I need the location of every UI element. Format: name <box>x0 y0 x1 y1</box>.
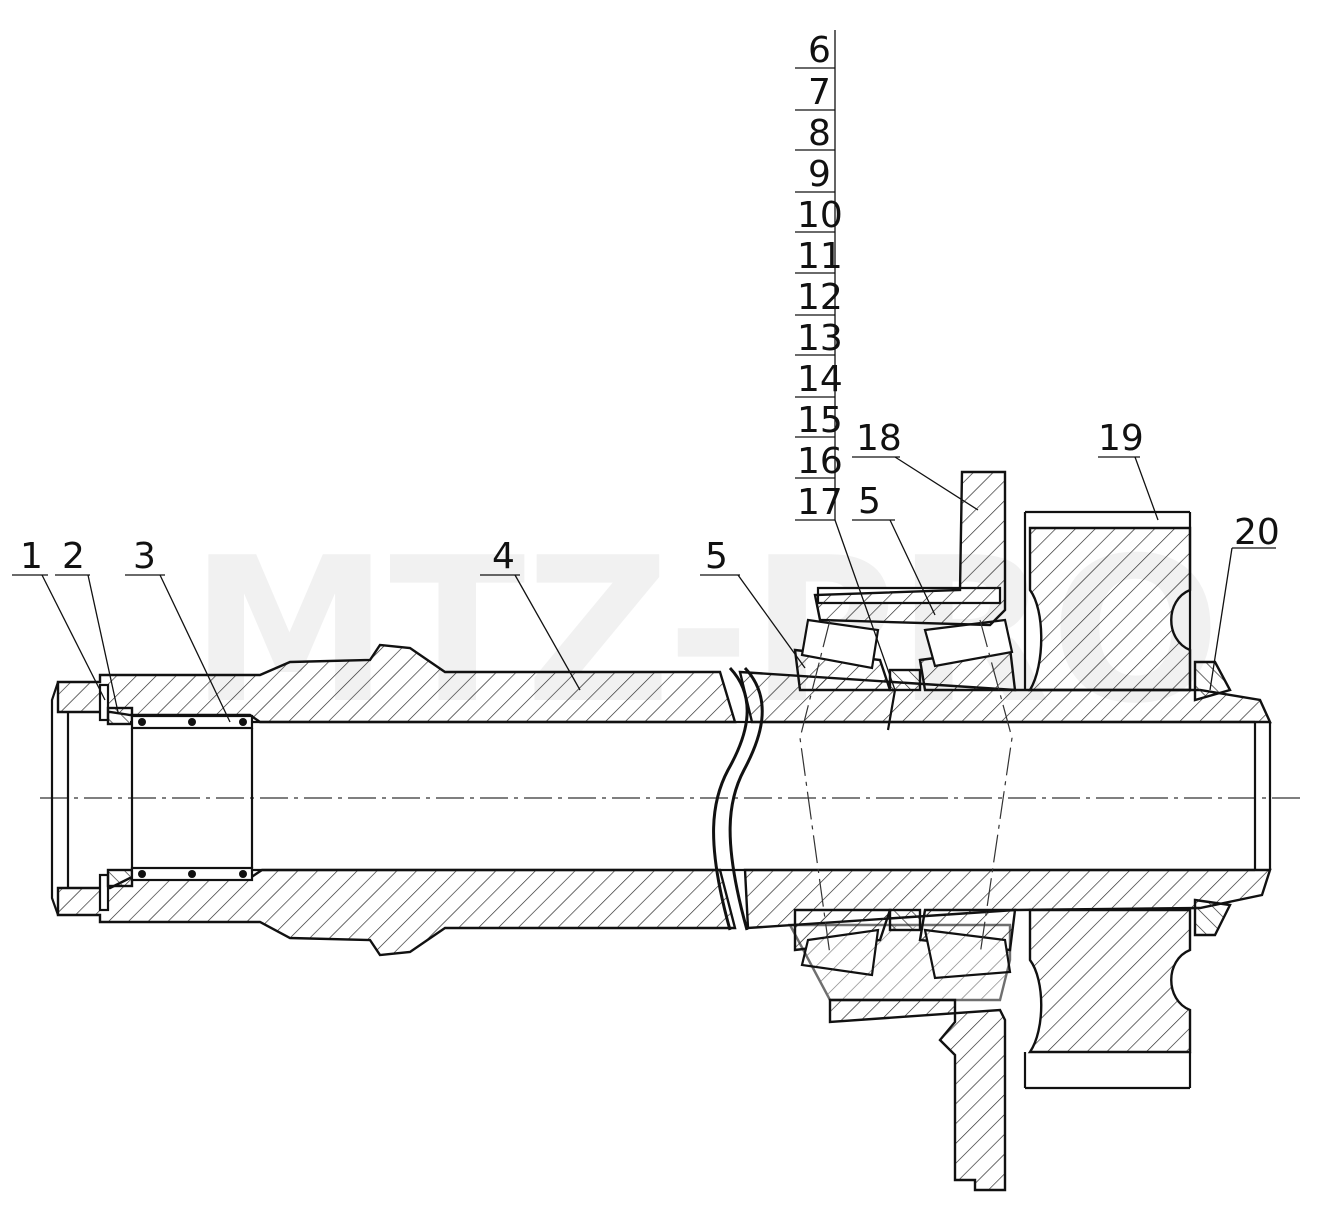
bearing-spacer-upper <box>888 668 922 692</box>
callout-14: 14 <box>797 359 843 400</box>
callout-8: 8 <box>808 113 831 154</box>
bearing-spacer-lower <box>888 908 922 932</box>
bearing-cup-housing-lower <box>788 923 1012 1002</box>
shaft-left-end <box>50 681 60 916</box>
callout-20: 20 <box>1234 512 1280 553</box>
part-20-nut-upper <box>1193 660 1232 702</box>
part-20-nut-lower <box>1193 898 1232 937</box>
leaders-stack <box>834 30 896 691</box>
leaders-right <box>852 456 1276 691</box>
callout-3: 3 <box>133 536 156 577</box>
callout-7: 7 <box>808 72 831 113</box>
part-1-retaining-ring-bottom <box>98 873 110 912</box>
callout-19: 19 <box>1098 418 1144 459</box>
callout-2: 2 <box>62 536 85 577</box>
callouts-stack: 6 7 8 9 10 11 12 13 14 15 16 17 <box>795 30 843 523</box>
part-1-retaining-ring-top <box>98 683 110 722</box>
callout-18: 18 <box>856 418 902 459</box>
callout-9: 9 <box>808 154 831 195</box>
break-line-right <box>728 666 764 931</box>
callout-15: 15 <box>797 400 843 441</box>
callout-11: 11 <box>797 236 843 277</box>
callout-17: 17 <box>797 482 843 523</box>
callout-12: 12 <box>797 277 843 318</box>
part-2-seal-top <box>106 706 134 726</box>
callout-16: 16 <box>797 441 843 482</box>
callout-13: 13 <box>797 318 843 359</box>
callout-6: 6 <box>808 30 831 71</box>
pressure-line-left <box>799 619 831 956</box>
break-line-left <box>712 666 749 931</box>
part-3-needle-bearing <box>130 714 254 882</box>
callout-10: 10 <box>797 195 843 236</box>
callouts-right: 18 5 19 20 <box>856 418 1280 553</box>
part-2-seal-bottom <box>106 868 134 888</box>
part-18-housing-lower <box>828 998 1007 1192</box>
pressure-line-right <box>979 619 1013 956</box>
callout-5-right: 5 <box>858 481 881 522</box>
part-19-gear <box>1023 510 1192 1090</box>
part-18-housing-upper <box>813 470 1007 627</box>
callouts-bottom-row: 1 2 3 4 5 <box>20 536 728 577</box>
leaders-left <box>12 574 806 723</box>
callout-1: 1 <box>20 536 43 577</box>
callout-5-left: 5 <box>705 536 728 577</box>
callout-4: 4 <box>492 536 515 577</box>
oil-hole-line <box>886 689 897 731</box>
